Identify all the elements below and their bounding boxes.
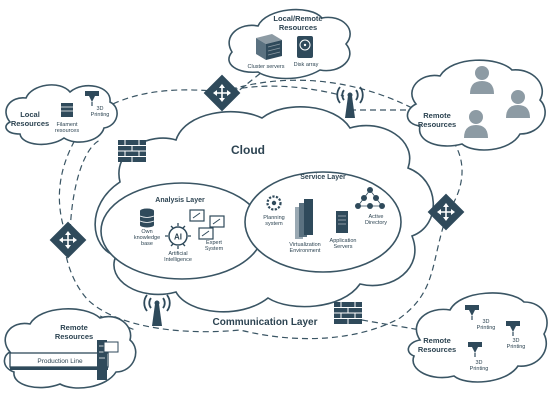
- top-cloud: [228, 8, 351, 80]
- ai-badge: AI: [174, 233, 182, 242]
- virt-label-2: Environment: [290, 248, 321, 254]
- planning-label-2: system: [265, 221, 283, 227]
- disk-label: Disk array: [294, 62, 319, 68]
- top-cloud-title-1: Local/Remote: [273, 14, 322, 23]
- antenna-icon: [143, 294, 171, 327]
- bottom-left-title-1: Remote: [60, 323, 88, 332]
- filament-label-1: Filament: [56, 122, 78, 128]
- analysis-layer-title: Analysis Layer: [155, 197, 205, 204]
- br-p2-2: Printing: [507, 344, 526, 350]
- own-kb-label-1: Own: [141, 229, 152, 235]
- router-icon: [48, 220, 88, 260]
- antenna-icon: [336, 86, 364, 119]
- router-icon: [202, 73, 242, 113]
- production-line-icon: [9, 340, 119, 380]
- ai-chip-icon: [165, 223, 191, 249]
- filament-label-2: resources: [55, 128, 79, 134]
- expert-system-icon: [189, 209, 225, 240]
- database-icon: [139, 208, 155, 228]
- br-p3-1: 3D: [475, 360, 482, 366]
- planning-icon: [266, 195, 282, 211]
- expert-label-2: System: [205, 246, 224, 252]
- ai-label-2: Intelligence: [164, 257, 192, 263]
- br-p1-1: 3D: [482, 319, 489, 325]
- lt-printing-2: Printing: [91, 112, 110, 118]
- left-top-title-2: Resources: [11, 119, 49, 128]
- filament-icon: [61, 103, 73, 117]
- right-top-title-2: Resources: [418, 120, 456, 129]
- expert-label-1: Expert: [206, 240, 222, 246]
- right-top-cloud: [406, 59, 546, 151]
- ad-label-2: Directory: [365, 220, 387, 226]
- own-kb-label-3: base: [141, 241, 153, 247]
- cloud-title: Cloud: [231, 143, 265, 157]
- communication-layer-label: Communication Layer: [212, 317, 317, 328]
- own-kb-label-2: knowledge: [134, 235, 160, 241]
- right-top-title-1: Remote: [423, 111, 451, 120]
- cluster-servers-icon: [256, 34, 282, 60]
- virtualization-icon: [295, 199, 313, 239]
- br-p2-1: 3D: [512, 338, 519, 344]
- cluster-label: Cluster servers: [248, 64, 285, 70]
- app-server-icon: [336, 211, 348, 233]
- bottom-right-cloud: [407, 292, 548, 383]
- active-directory-icon: [355, 187, 385, 209]
- app-label-2: Servers: [334, 244, 353, 250]
- bottom-right-title-2: Resources: [418, 345, 456, 354]
- service-layer-title: Service Layer: [300, 174, 346, 181]
- app-label-1: Application: [330, 238, 357, 244]
- top-cloud-title-2: Resources: [279, 23, 317, 32]
- firewall-icon: [117, 139, 147, 163]
- virt-label-1: Virtualization: [289, 242, 320, 248]
- ad-label-1: Active: [369, 214, 384, 220]
- bottom-right-title-1: Remote: [423, 336, 451, 345]
- production-line-label: Production Line: [37, 358, 83, 365]
- planning-label-1: Planning: [263, 215, 284, 221]
- br-p3-2: Printing: [470, 366, 489, 372]
- disk-array-icon: [297, 36, 313, 58]
- ai-label-1: Artificial: [168, 251, 187, 257]
- link-bottom-right: [361, 319, 421, 331]
- left-top-title-1: Local: [20, 110, 40, 119]
- br-p1-2: Printing: [477, 325, 496, 331]
- bottom-left-title-2: Resources: [55, 332, 93, 341]
- firewall-icon: [333, 301, 363, 325]
- lt-printing-1: 3D: [96, 106, 103, 112]
